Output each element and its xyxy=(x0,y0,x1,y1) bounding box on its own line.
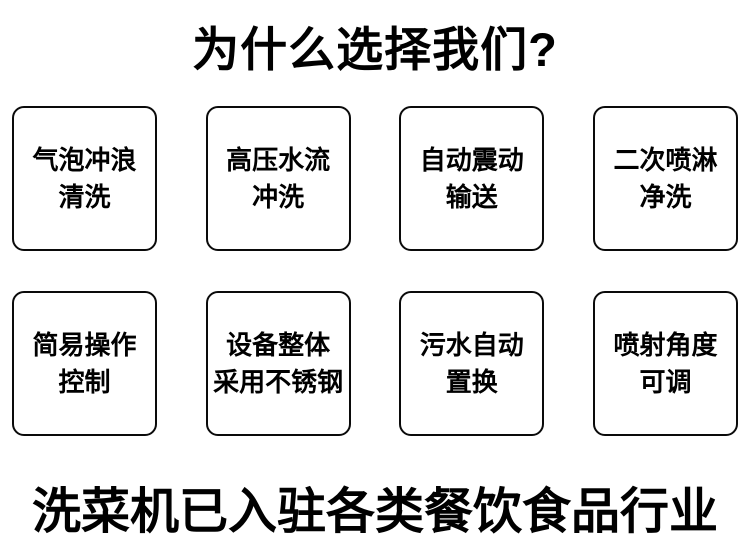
feature-line: 自动震动 xyxy=(419,144,524,175)
feature-card-auto-sewage-replacement: 污水自动 置换 xyxy=(399,291,545,436)
feature-line: 置换 xyxy=(445,366,498,397)
feature-card-bubble-surf-wash: 气泡冲浪 清洗 xyxy=(12,106,157,251)
feature-line: 控制 xyxy=(58,366,111,397)
feature-line: 设备整体 xyxy=(226,329,331,360)
feature-row-1: 气泡冲浪 清洗 高压水流 冲洗 自动震动 输送 二次喷淋 净洗 xyxy=(0,106,750,251)
feature-line: 冲洗 xyxy=(252,181,305,212)
page-title: 为什么选择我们? xyxy=(192,23,558,76)
footer-headline: 洗菜机已入驻各类餐饮食品行业 xyxy=(31,485,718,539)
feature-card-easy-operation: 简易操作 控制 xyxy=(12,291,157,436)
feature-row-2: 简易操作 控制 设备整体 采用不锈钢 污水自动 置换 喷射角度 可调 xyxy=(0,291,750,436)
feature-line: 二次喷淋 xyxy=(613,144,718,175)
feature-line: 采用不锈钢 xyxy=(213,366,344,397)
feature-card-secondary-spray-wash: 二次喷淋 净洗 xyxy=(592,106,738,251)
feature-line: 喷射角度 xyxy=(613,329,718,360)
feature-card-high-pressure-rinse: 高压水流 冲洗 xyxy=(205,106,351,251)
feature-line: 气泡冲浪 xyxy=(32,144,137,175)
feature-line: 净洗 xyxy=(639,181,692,212)
feature-card-adjustable-spray-angle: 喷射角度 可调 xyxy=(592,291,738,436)
feature-line: 清洗 xyxy=(58,181,111,212)
feature-card-auto-vibration-convey: 自动震动 输送 xyxy=(399,106,545,251)
feature-line: 高压水流 xyxy=(226,144,331,175)
feature-line: 输送 xyxy=(445,181,498,212)
feature-card-stainless-steel-body: 设备整体 采用不锈钢 xyxy=(205,291,351,436)
feature-line: 可调 xyxy=(639,366,692,397)
feature-line: 简易操作 xyxy=(32,329,137,360)
feature-line: 污水自动 xyxy=(419,329,524,360)
